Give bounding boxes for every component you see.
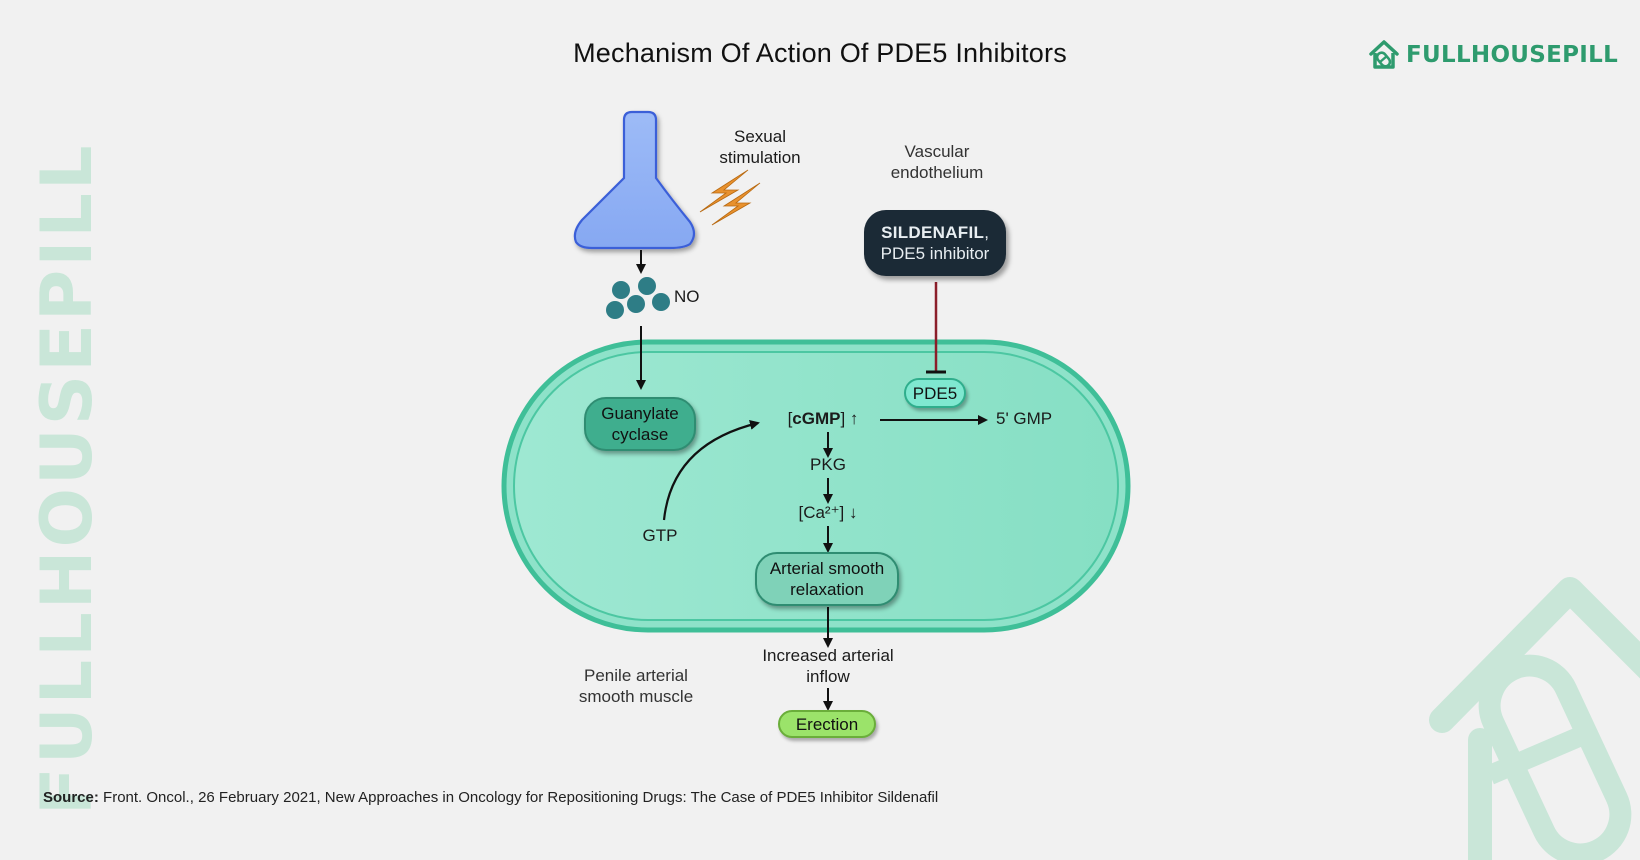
house-pill-icon [1369,40,1399,69]
source-text: Front. Oncol., 26 February 2021, New App… [103,789,939,806]
cgmp-label: [cGMP] ↑ [768,408,878,429]
brand-name: FULLHOUSEPILL [1406,42,1619,68]
brand-logo: FULLHOUSEPILL [1368,38,1618,72]
source-label: Source: [43,789,99,806]
diagram-canvas: FULLHOUSEPILL Mechanism Of Action Of PDE… [26,38,1640,860]
gtp-label: GTP [642,526,678,545]
guanylate-cyclase-box: Guanylate cyclase [584,397,696,451]
vascular-endothelium-label: Vascular endothelium [890,142,984,182]
erection-box: Erection [778,710,876,738]
lightning-bolt-icon [699,169,761,226]
sildenafil-box: SILDENAFIL, PDE5 inhibitor [864,210,1006,276]
cgmp-close: ] ↑ [840,409,859,428]
penile-muscle-label: Penile arterial smooth muscle [578,666,694,706]
pde5-box: PDE5 [904,378,966,408]
sildenafil-comma: , [984,223,989,242]
arrow-gtp-to-cgmp [662,420,760,521]
sildenafil-subtitle: PDE5 inhibitor [880,244,990,263]
pkg-label: PKG [810,455,846,474]
page-title: Mechanism Of Action Of PDE5 Inhibitors [573,38,1067,68]
nerve-terminal [573,110,696,250]
calcium-label: [Ca²⁺] ↓ [798,503,858,522]
source-citation: Source: Front. Oncol., 26 February 2021,… [43,789,938,806]
no-label: NO [674,287,700,306]
sexual-stimulation-label: Sexual stimulation [719,127,801,167]
sildenafil-name: SILDENAFIL [881,223,985,242]
inflow-label: Increased arterial inflow [762,646,894,686]
five-gmp-label: 5' GMP [996,409,1053,428]
cgmp-text: cGMP [792,409,841,428]
no-molecules [606,277,670,319]
relaxation-box: Arterial smooth relaxation [755,552,899,606]
cgmp-open: [ [787,409,793,428]
